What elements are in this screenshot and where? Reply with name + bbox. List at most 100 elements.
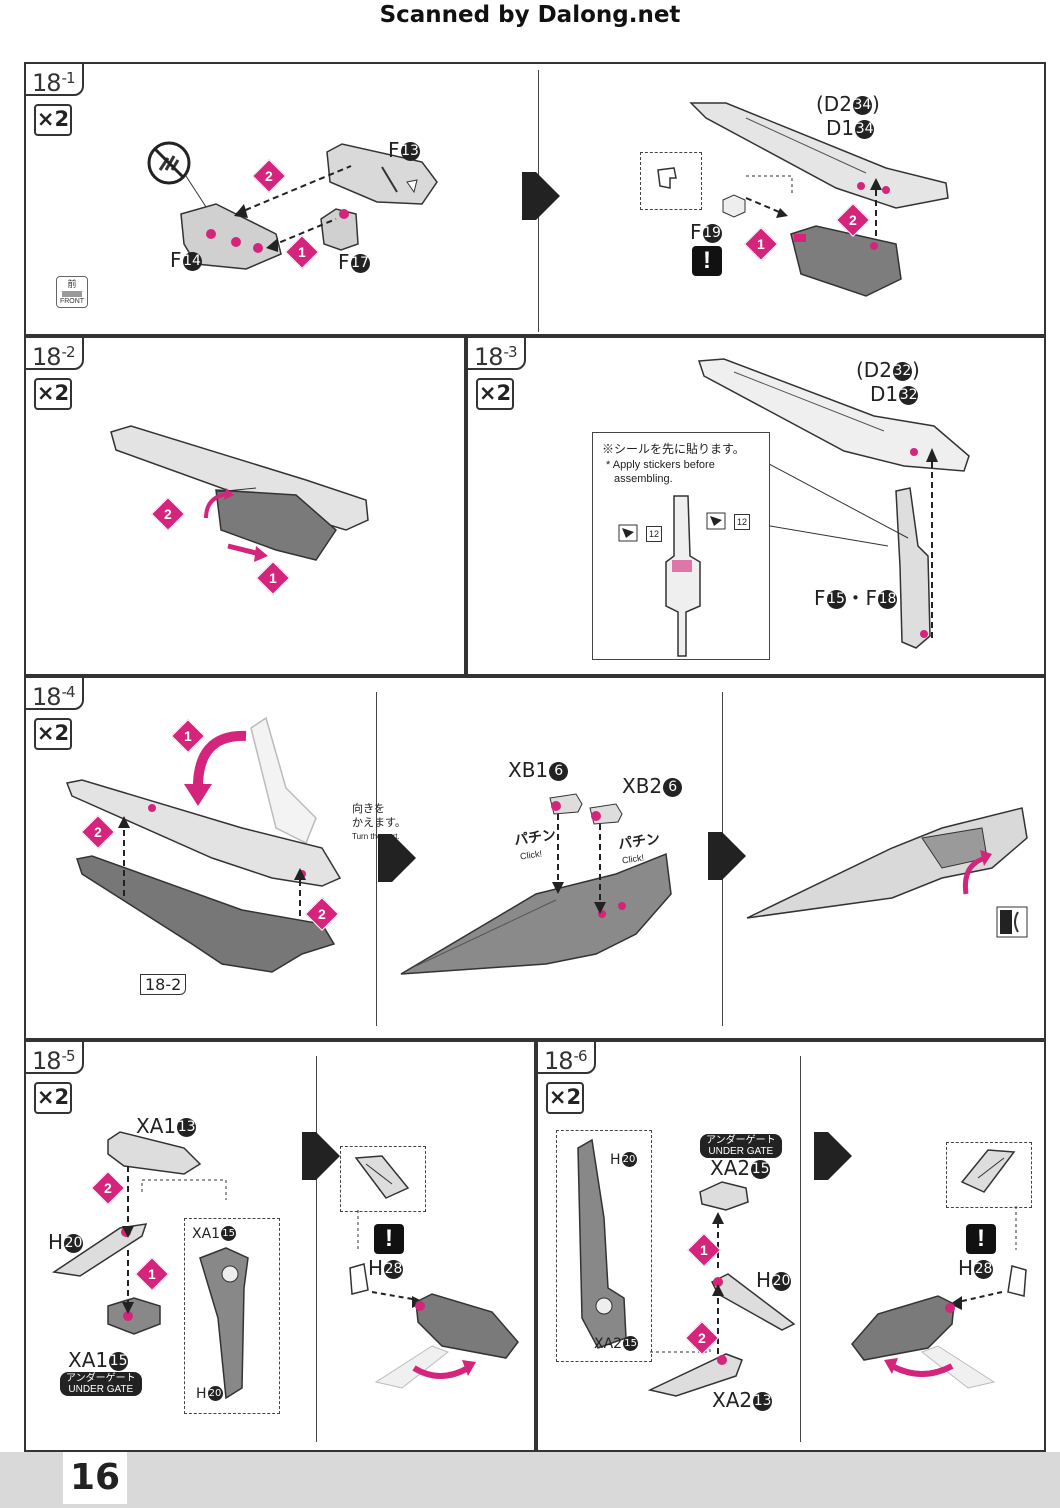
step-18-4-panel: 18-4 ×2 1 2 2 18-2 向きを かえます。 Turn the pa… <box>24 676 1046 1040</box>
quantity-badge: ×2 <box>34 378 72 410</box>
part-xb1 <box>549 793 583 815</box>
dashed-guide <box>950 1206 1017 1310</box>
next-arrow-bar <box>814 1132 828 1180</box>
part-d1-long <box>689 102 949 209</box>
next-arrow-bar <box>522 172 536 220</box>
assembly-arrows <box>122 1166 227 1314</box>
assembly-arrow <box>926 448 938 638</box>
step-number: 18-4 <box>24 676 84 711</box>
next-arrow-icon <box>392 834 416 882</box>
sticker-icon-b <box>706 512 726 530</box>
ghost-part <box>250 716 317 845</box>
turn-note-jp-1: 向きを <box>352 803 385 815</box>
note-en-1: * Apply stickers before <box>606 459 715 471</box>
next-arrow-icon <box>828 1132 852 1180</box>
caution-icon: ! <box>692 246 722 276</box>
inset-part <box>199 1247 249 1400</box>
quantity-badge: ×2 <box>34 1082 72 1114</box>
next-arrow-icon <box>536 172 560 220</box>
turn-note-jp-2: かえます。 <box>352 817 406 829</box>
inset-part <box>577 1138 627 1349</box>
rotate-view-icon <box>996 906 1028 938</box>
page-number: 16 <box>63 1452 127 1504</box>
step-number: 18-3 <box>466 336 526 371</box>
detail-box <box>640 152 702 210</box>
frame-part <box>65 779 342 887</box>
part-f14 <box>180 203 282 270</box>
small-block <box>722 194 746 218</box>
step-number: 18-1 <box>24 62 84 97</box>
step-18-3-panel: 18-3 ×2 ※シールを先に貼ります。 * Apply stickers be… <box>466 336 1046 676</box>
divider <box>376 692 377 1026</box>
next-arrow-bar <box>302 1132 316 1180</box>
next-arrow-icon <box>316 1132 340 1180</box>
part-xa1-13 <box>107 1131 202 1175</box>
detail-part <box>354 1155 410 1199</box>
part-xb2 <box>589 803 623 825</box>
assembly-arrows <box>118 816 306 916</box>
caution-icon: ! <box>966 1224 996 1254</box>
inset-box <box>184 1218 280 1414</box>
final-wing <box>746 807 1028 919</box>
inset-box <box>556 1130 652 1362</box>
ghost-part <box>374 1345 450 1389</box>
motion-arrows <box>204 488 268 562</box>
pointer-line <box>185 175 209 211</box>
callout-lines <box>757 457 909 547</box>
part-xa2-15 <box>699 1181 749 1211</box>
detail-box <box>946 1142 1032 1208</box>
sticker-number-a: 12 <box>646 526 662 542</box>
assembled-part <box>851 1295 955 1361</box>
quantity-badge: ×2 <box>476 378 514 410</box>
next-arrow-icon <box>722 832 746 880</box>
no-nipper-icon <box>147 141 191 185</box>
wing-part <box>76 855 336 973</box>
detail-box <box>340 1146 426 1212</box>
page-footer-bar <box>0 1452 1060 1508</box>
detail-part <box>657 167 677 189</box>
part-xa1-15 <box>107 1297 161 1335</box>
note-jp: ※シールを先に貼ります。 <box>602 442 745 456</box>
right-arrows <box>745 175 882 236</box>
rotate-arrow <box>184 730 247 806</box>
turn-note-en: Turn the part. <box>352 832 400 841</box>
step-number: 18-6 <box>536 1040 596 1075</box>
part-f15-f18 <box>895 487 931 649</box>
part-xa2-13 <box>647 1353 743 1397</box>
step-number: 18-5 <box>24 1040 84 1075</box>
rotate-arrow <box>412 1360 476 1379</box>
divider <box>316 1056 317 1442</box>
assembly-arrows <box>552 814 606 914</box>
part-f19 <box>790 225 902 297</box>
part-f13 <box>326 143 438 205</box>
detail-part <box>960 1149 1016 1193</box>
wing-assembly <box>110 425 369 561</box>
note-en-2: assembling. <box>614 473 673 485</box>
ghost-part <box>920 1345 996 1389</box>
step-18-2-panel: 18-2 ×2 2 1 <box>24 336 466 676</box>
rotate-arrow <box>884 1358 954 1377</box>
